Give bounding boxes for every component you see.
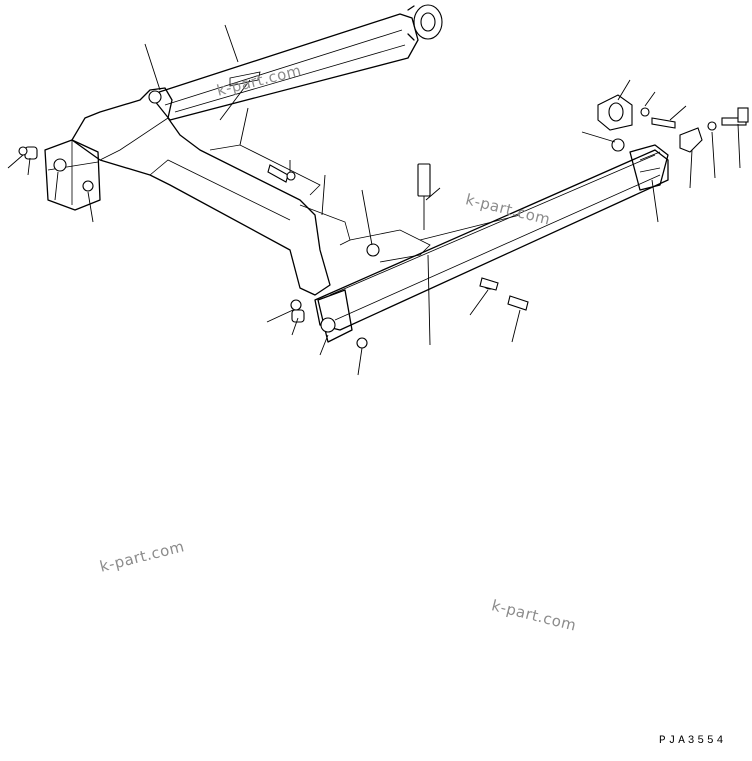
support-plates [209,144,431,263]
leader-lines [7,24,741,376]
drawing-code: PJA3554 [659,735,727,747]
left-bracket [44,139,101,211]
cylinder-end-cap [407,4,443,41]
lower-left-bracket [317,289,353,343]
right-bracket [629,144,669,191]
fittings [18,94,749,349]
front-cross-beam [314,149,669,331]
left-arm [71,87,331,296]
